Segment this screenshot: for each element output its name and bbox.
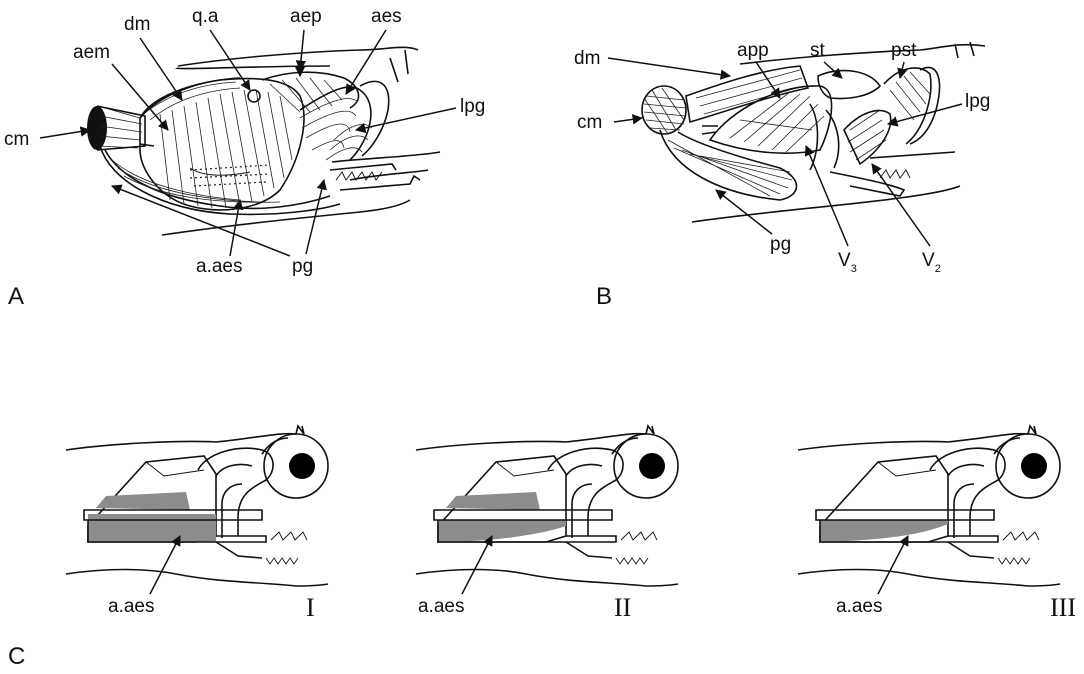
label-a-aes: aes	[371, 6, 402, 27]
leader-a-dm	[140, 38, 182, 100]
label-a-cm: cm	[4, 129, 29, 150]
leader-a-aes	[346, 30, 386, 94]
panel-a-drawing	[87, 47, 440, 235]
label-a-lpg: lpg	[460, 96, 485, 117]
panel-a-annotations: cm dm aem q.a aep aes lpg a.aes pg A	[4, 6, 485, 310]
leader-a-cm	[40, 130, 90, 138]
panel-label-b: B	[596, 283, 612, 310]
panel-b-drawing	[642, 42, 985, 222]
leader-b-lpg	[888, 104, 962, 124]
stage-3-label: a.aes	[836, 596, 882, 617]
label-a-pg: pg	[292, 256, 313, 277]
panel-label-c: C	[8, 643, 25, 670]
leader-stage-1	[150, 536, 180, 594]
stage-1-label: a.aes	[108, 596, 154, 617]
leader-b-cm	[614, 118, 642, 122]
label-b-app: app	[737, 40, 769, 61]
leader-stage-2	[462, 536, 492, 594]
label-b-pg: pg	[770, 234, 791, 255]
label-b-st: st	[810, 40, 826, 61]
panel-b-annotations: dm cm app st pst lpg pg V3 V2 B	[574, 40, 990, 310]
stage-1-drawing	[66, 426, 328, 586]
leader-b-app	[756, 62, 780, 98]
label-a-aaes: a.aes	[196, 256, 242, 277]
stage-3-drawing	[798, 426, 1060, 586]
label-b-cm: cm	[577, 112, 602, 133]
label-a-aep: aep	[290, 6, 322, 27]
label-a-qa: q.a	[192, 6, 219, 27]
leader-a-aep	[300, 30, 304, 70]
label-b-v2: V2	[922, 250, 941, 275]
leader-stage-3	[878, 536, 908, 594]
stage-3-numeral: III	[1050, 593, 1076, 622]
leader-b-v3	[806, 146, 848, 246]
panel-label-a: A	[8, 283, 24, 310]
label-b-v3: V3	[838, 250, 857, 275]
stage-1-numeral: I	[306, 593, 315, 622]
label-b-dm: dm	[574, 48, 600, 69]
label-b-lpg: lpg	[965, 91, 990, 112]
label-a-aem: aem	[73, 42, 110, 63]
label-a-dm: dm	[124, 14, 150, 35]
stage-2-drawing	[416, 426, 678, 586]
leader-b-pg	[716, 190, 772, 234]
stage-2-numeral: II	[614, 593, 631, 622]
stage-2-label: a.aes	[418, 596, 464, 617]
label-b-pst: pst	[891, 40, 917, 61]
leader-b-dm	[608, 58, 730, 76]
